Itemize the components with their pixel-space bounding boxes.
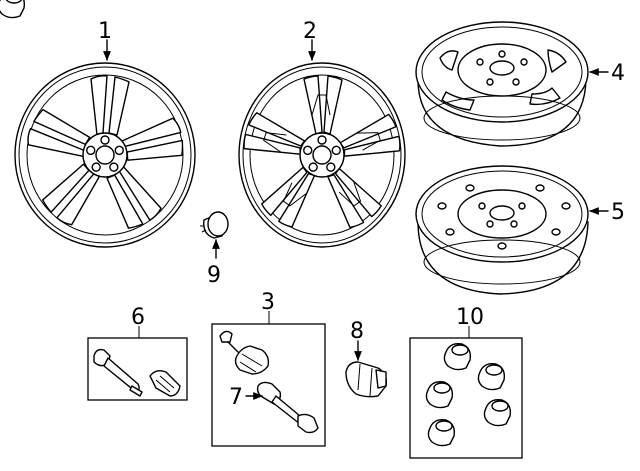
tpms-sensor-drawing[interactable]: [256, 381, 319, 434]
wheel-2-drawing[interactable]: [238, 62, 406, 248]
spare-wheel-5-drawing[interactable]: [415, 165, 589, 295]
callout-3: 3: [261, 290, 275, 315]
callout-1: 1: [98, 19, 112, 44]
callout-4: 4: [611, 61, 625, 86]
valve-kit-drawing[interactable]: [219, 330, 270, 375]
callout-10: 10: [456, 305, 484, 330]
lug-nut-drawing[interactable]: [345, 361, 388, 398]
spare-wheel-4-drawing[interactable]: [415, 21, 589, 147]
lock-kit-box: [409, 337, 523, 459]
wheel-1-drawing[interactable]: [14, 62, 196, 248]
callout-8: 8: [350, 319, 364, 344]
callout-5: 5: [611, 200, 625, 225]
callout-6: 6: [131, 305, 145, 330]
valve-stem-drawing[interactable]: [93, 348, 181, 397]
valve-stem-box: [87, 337, 188, 401]
callout-2: 2: [303, 19, 317, 44]
callout-7: 7: [229, 385, 243, 410]
lock-kit-drawing[interactable]: [0, 0, 512, 447]
center-cap-drawing[interactable]: [200, 211, 229, 239]
callout-9: 9: [207, 263, 221, 288]
